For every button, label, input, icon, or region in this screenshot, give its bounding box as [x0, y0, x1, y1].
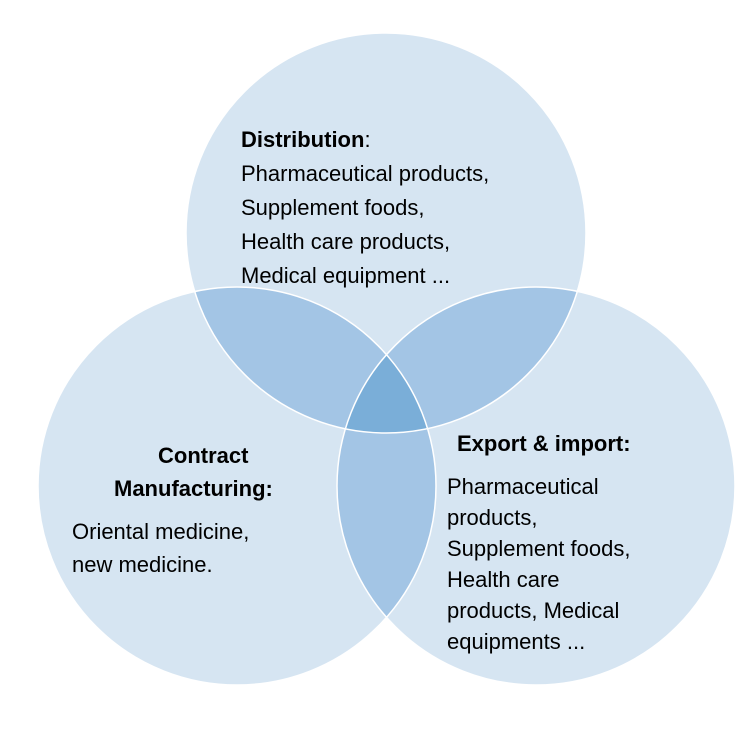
overlap-distribution-export [337, 287, 586, 433]
export-line: Health care [447, 567, 560, 592]
distribution-line: Health care products, [241, 229, 451, 254]
export-line: equipments ... [447, 629, 586, 654]
distribution-title-text: Distribution [241, 127, 365, 152]
contract-title: Manufacturing: [114, 476, 273, 501]
export-line: Supplement foods, [447, 536, 631, 561]
contract-line: Oriental medicine, [72, 519, 250, 544]
contract-title: Contract [158, 443, 249, 468]
export-line: products, Medical [447, 598, 620, 623]
contract-line: new medicine. [72, 552, 213, 577]
distribution-title: Distribution: [241, 124, 371, 156]
export-line: products, [447, 505, 538, 530]
export-title: Export & import: [457, 431, 631, 456]
distribution-line: Supplement foods, [241, 195, 425, 220]
distribution-line: Medical equipment ... [241, 263, 451, 288]
overlap-distribution-contract [186, 287, 436, 433]
distribution-line: Pharmaceutical products, [241, 161, 490, 186]
export-line: Pharmaceutical [447, 474, 599, 499]
distribution-colon: : [364, 127, 371, 152]
